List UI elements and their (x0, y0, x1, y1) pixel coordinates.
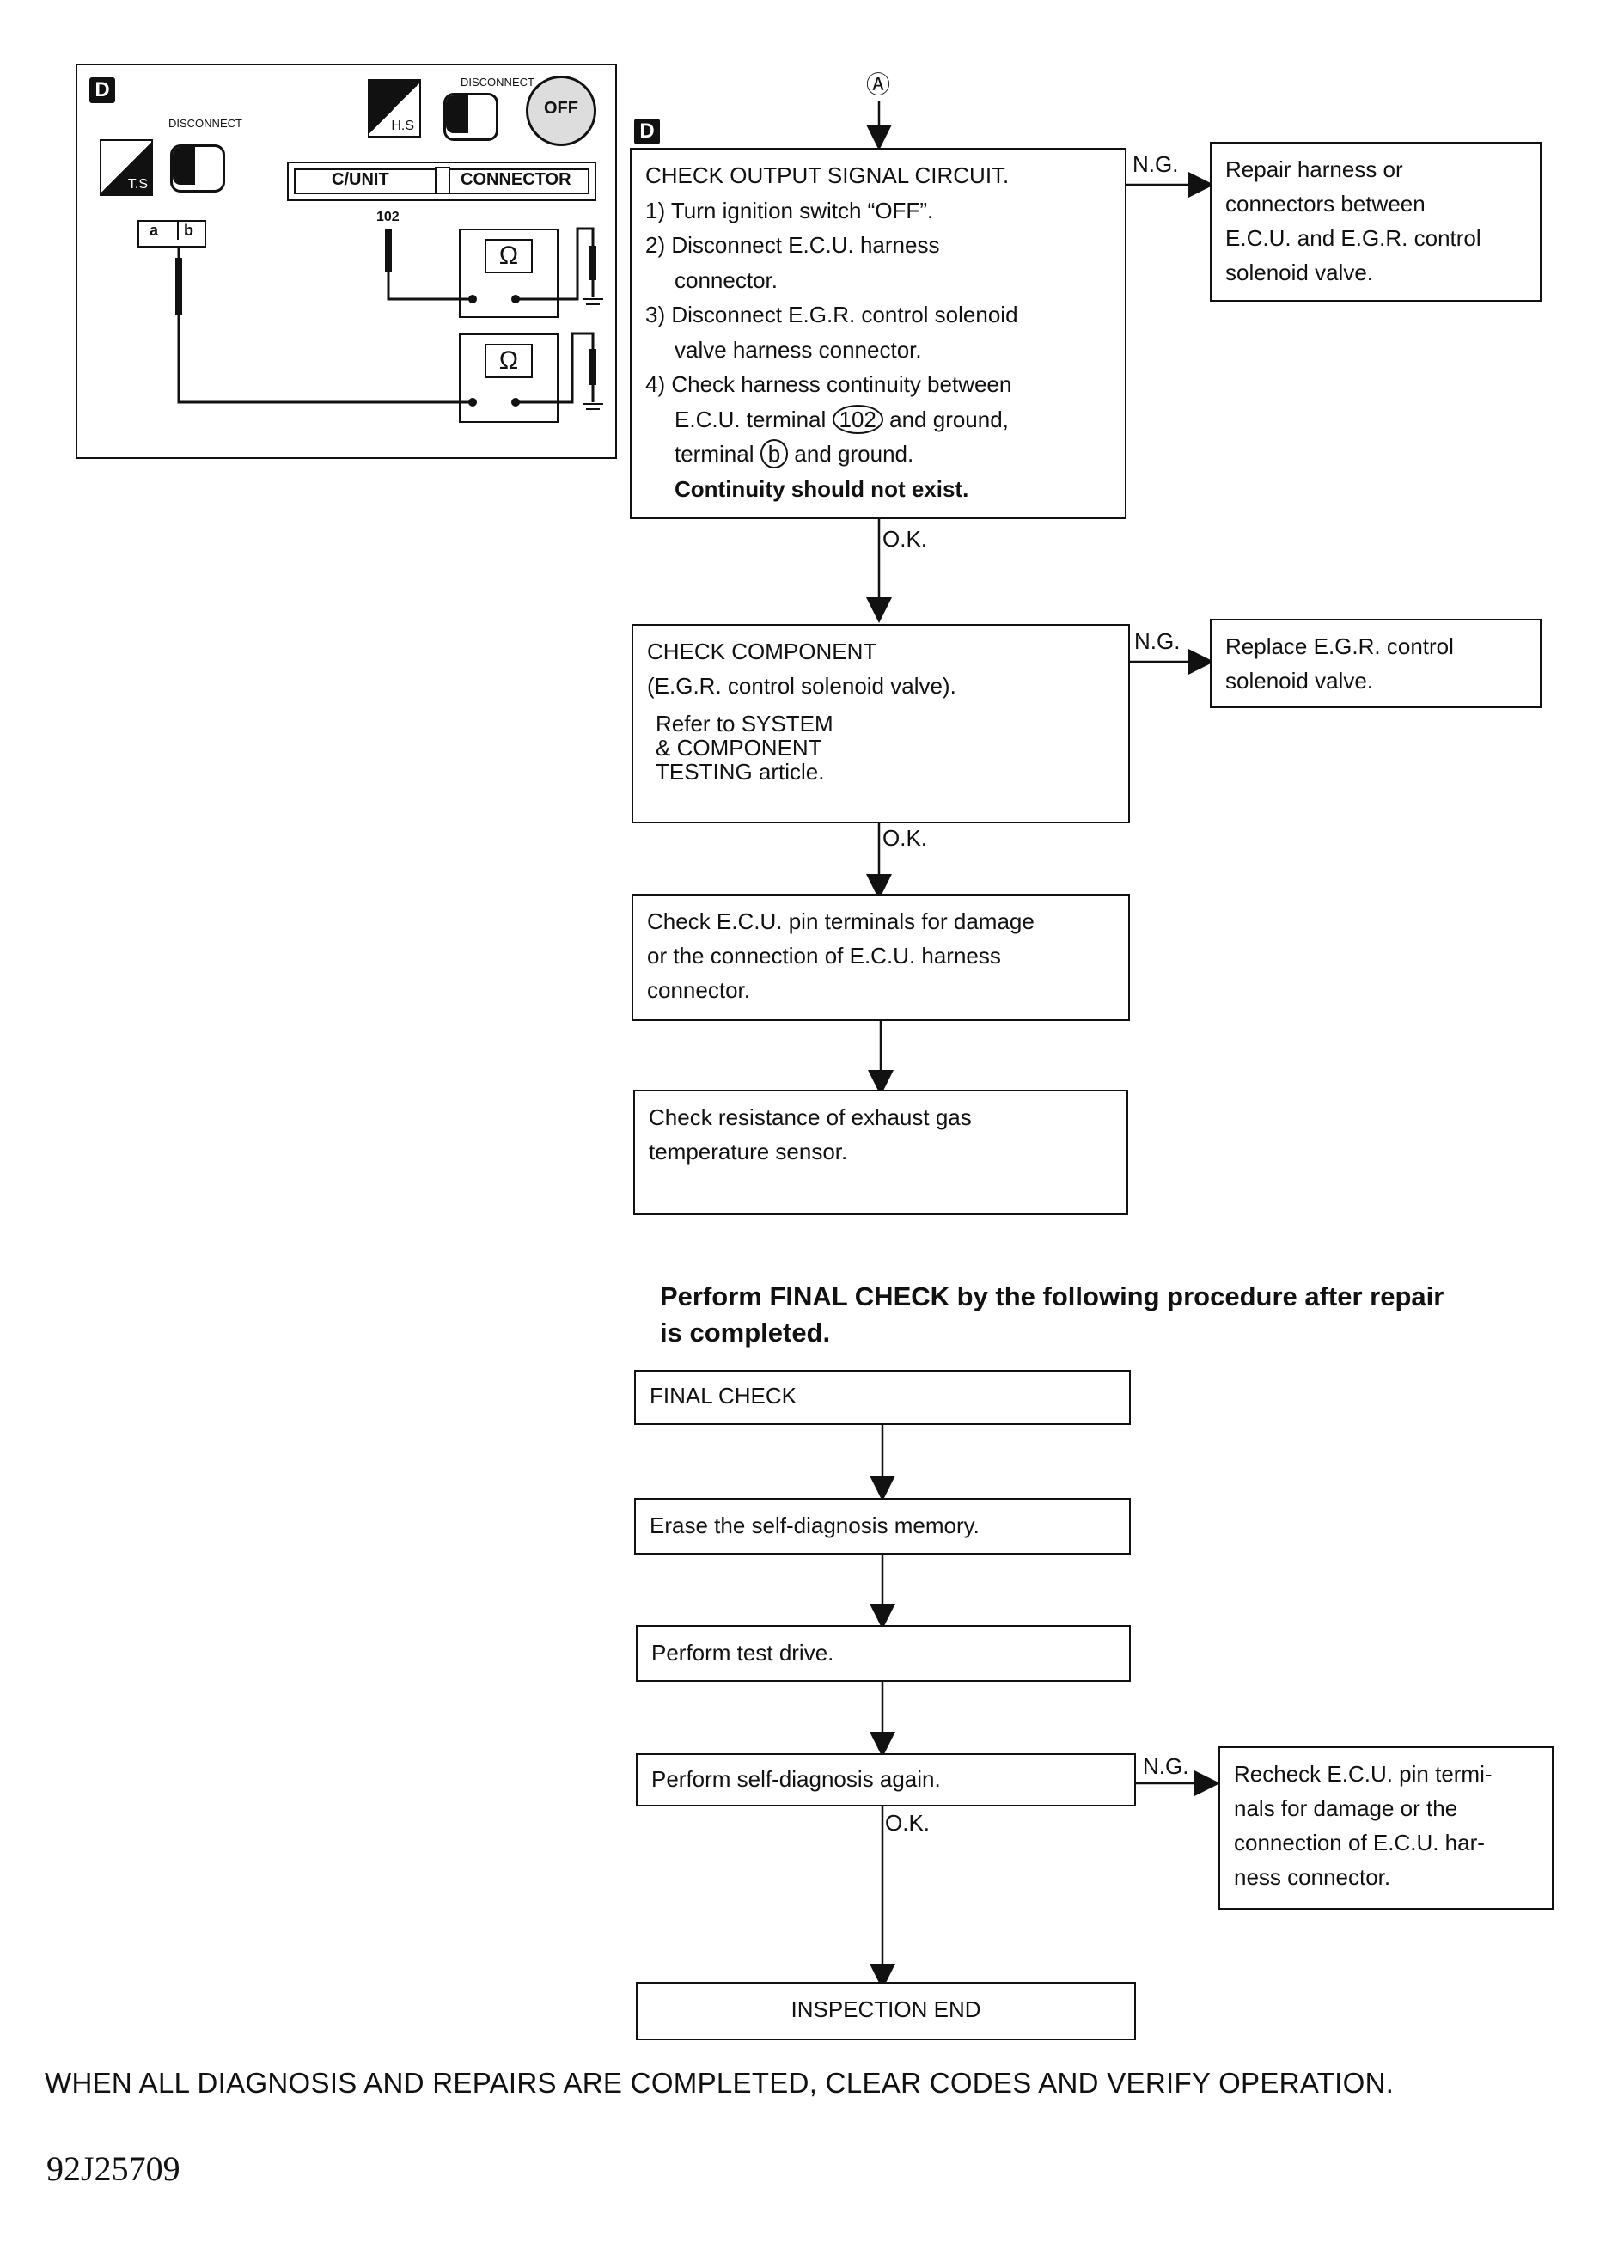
step1-line4b-pre: E.C.U. terminal (675, 406, 827, 432)
step1-line4b: E.C.U. terminal 102 and ground, (645, 402, 1111, 437)
step1-line3b: valve harness connector. (675, 336, 922, 363)
step1-ng-repair-harness: Repair harness or connectors between E.C… (1210, 142, 1542, 302)
step1-line3a: 3) Disconnect E.G.R. control solenoid (645, 302, 1018, 327)
terminal-b-label: b (177, 222, 193, 240)
inspection-end-box: INSPECTION END (636, 1982, 1136, 2040)
step3-line1: Check E.C.U. pin terminals for damage (647, 908, 1035, 934)
ts-sensor-icon: T.S (100, 139, 153, 196)
final-check-label: FINAL CHECK (650, 1383, 797, 1409)
test-illustration-panel: D DISCONNECT DISCONNECT T.S H.S OFF C/UN… (76, 64, 617, 459)
ohmmeter-upper: Ω (459, 229, 559, 318)
flow-connector-a: Ⓐ (865, 71, 890, 98)
final-heading-line1: Perform FINAL CHECK by the following pro… (660, 1281, 1444, 1311)
erase-memory-label: Erase the self-diagnosis memory. (650, 1513, 980, 1538)
step2-ng-label: N.G. (1134, 628, 1181, 654)
ohmmeter-lower: Ω (459, 333, 559, 423)
final-heading-line2: is completed. (660, 1317, 831, 1348)
control-unit-connector: C/UNIT CONNECTOR (287, 162, 596, 201)
connector-terminal-mark (435, 167, 450, 194)
step4-line1: Check resistance of exhaust gas (649, 1104, 972, 1130)
step2-line3: Refer to SYSTEM (656, 711, 833, 737)
disconnect-plug-icon-left (170, 144, 225, 193)
final-ng-line4: ness connector. (1234, 1864, 1391, 1890)
step1-ng-line2: connectors between (1225, 191, 1426, 217)
step2-ng-line1: Replace E.G.R. control (1225, 633, 1454, 659)
step1-ng-line4: solenoid valve. (1225, 260, 1373, 285)
disconnect-label-left: DISCONNECT (168, 117, 242, 130)
step1-line5: Continuity should not exist. (675, 475, 969, 502)
off-label: OFF (544, 99, 578, 118)
disconnect-label-right: DISCONNECT (461, 76, 534, 89)
step1-line4c: terminal b and ground. (645, 437, 1111, 472)
step-check-sensor-resistance: Check resistance of exhaust gas temperat… (633, 1090, 1128, 1215)
footer-instruction: WHEN ALL DIAGNOSIS AND REPAIRS ARE COMPL… (45, 2067, 1395, 2099)
final-check-heading: Perform FINAL CHECK by the following pro… (660, 1279, 1444, 1351)
erase-memory-box: Erase the self-diagnosis memory. (634, 1498, 1131, 1555)
step4-line2: temperature sensor. (649, 1139, 848, 1165)
step1-line4b-post: and ground, (889, 406, 1009, 432)
step1-line2a: 2) Disconnect E.C.U. harness (645, 232, 940, 258)
final-ng-line2: nals for damage or the (1234, 1795, 1458, 1821)
final-ng-recheck-box: Recheck E.C.U. pin termi- nals for damag… (1218, 1746, 1554, 1910)
hs-label: H.S (391, 119, 414, 133)
step-tag: D (634, 119, 660, 144)
step1-line1: 1) Turn ignition switch “OFF”. (645, 197, 934, 223)
step3-line3: connector. (647, 977, 750, 1003)
step2-ok-label: O.K. (882, 825, 928, 851)
probe-wires (175, 227, 603, 410)
terminal-102-label: 102 (376, 210, 400, 224)
step1-ng-label: N.G. (1133, 151, 1179, 177)
terminal-b-circle: b (760, 439, 789, 468)
step1-line4c-pre: terminal (675, 441, 754, 467)
disconnect-plug-icon-right (443, 93, 498, 141)
step2-line5: TESTING article. (656, 759, 825, 785)
terminal-a-label: a (150, 222, 159, 239)
ohm-symbol-lower: Ω (485, 344, 533, 378)
ignition-off-icon: OFF (526, 76, 596, 146)
inspection-end-label: INSPECTION END (791, 1996, 981, 2022)
terminal-102-circle: 102 (832, 404, 883, 434)
step1-line2b: connector. (675, 266, 778, 293)
step1-ng-line3: E.C.U. and E.G.R. control (1225, 225, 1481, 251)
step2-ng-replace-valve: Replace E.G.R. control solenoid valve. (1210, 619, 1542, 708)
final-ok-label: O.K. (885, 1810, 931, 1836)
step2-line2: (E.G.R. control solenoid valve). (647, 673, 956, 699)
step2-line4: & COMPONENT (656, 735, 822, 761)
test-drive-label: Perform test drive. (651, 1640, 834, 1666)
step-check-ecu-pins: Check E.C.U. pin terminals for damage or… (632, 894, 1130, 1021)
step1-line4a: 4) Check harness continuity between (645, 371, 1012, 397)
step1-ng-line1: Repair harness or (1225, 156, 1403, 182)
step1-line4c-post: and ground. (794, 441, 914, 467)
ohm-symbol-upper: Ω (485, 239, 533, 273)
final-check-box: FINAL CHECK (634, 1370, 1131, 1425)
self-diagnosis-label: Perform self-diagnosis again. (651, 1766, 941, 1792)
test-drive-box: Perform test drive. (636, 1625, 1131, 1682)
final-ng-label: N.G. (1143, 1753, 1189, 1779)
step1-ok-label: O.K. (882, 526, 928, 552)
harness-connector-ab: a b (137, 220, 206, 248)
connector-label: CONNECTOR (461, 170, 571, 189)
step2-line1: CHECK COMPONENT (647, 639, 877, 664)
cunit-label: C/UNIT (332, 170, 389, 189)
final-ng-line3: connection of E.C.U. har- (1234, 1830, 1485, 1855)
step1-title: CHECK OUTPUT SIGNAL CIRCUIT. (645, 162, 1010, 188)
step-check-output-signal: CHECK OUTPUT SIGNAL CIRCUIT. 1) Turn ign… (630, 148, 1126, 519)
step3-line2: or the connection of E.C.U. harness (647, 943, 1001, 969)
self-diagnosis-box: Perform self-diagnosis again. (636, 1753, 1136, 1806)
final-ng-line1: Recheck E.C.U. pin termi- (1234, 1761, 1493, 1787)
step-check-component: CHECK COMPONENT (E.G.R. control solenoid… (632, 624, 1130, 823)
document-id: 92J25709 (46, 2149, 180, 2188)
hs-sensor-icon: H.S (368, 79, 421, 138)
ts-label: T.S (127, 177, 148, 192)
illustration-tag: D (89, 77, 115, 103)
step2-ng-line2: solenoid valve. (1225, 668, 1373, 694)
